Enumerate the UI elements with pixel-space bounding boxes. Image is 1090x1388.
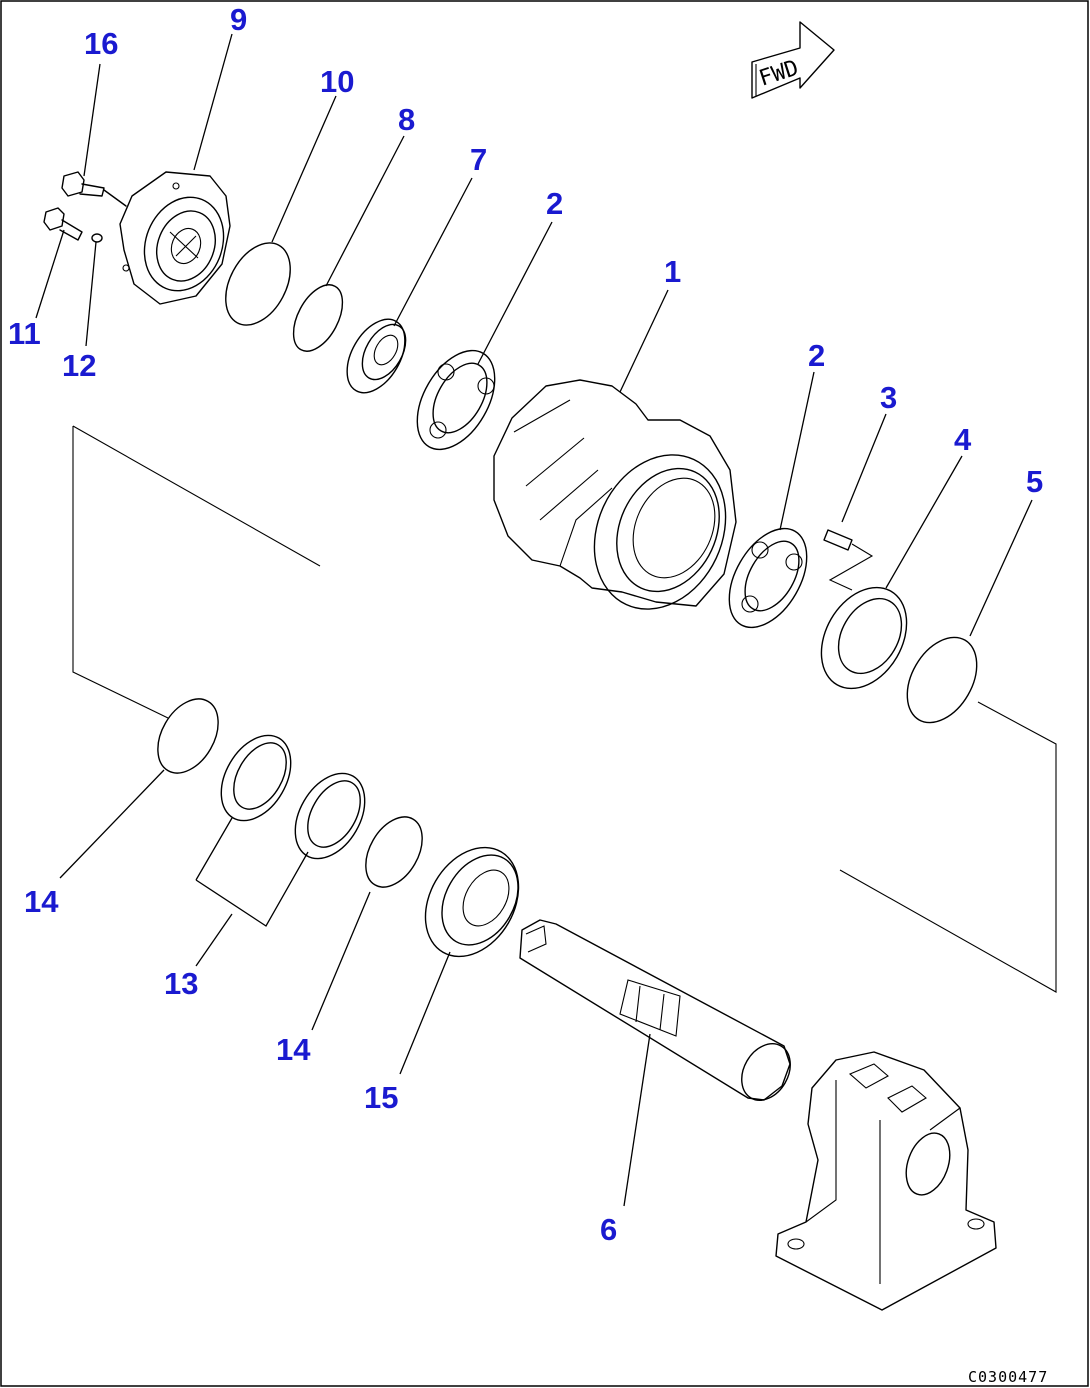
seal-part xyxy=(294,772,366,860)
seal-part xyxy=(220,734,292,822)
seal-part xyxy=(820,586,908,690)
fwd-arrow-icon: FWD xyxy=(751,21,835,99)
washer-part xyxy=(91,233,103,243)
callout-label: 3 xyxy=(880,380,897,415)
callout-label: 7 xyxy=(470,142,487,177)
shaft-part xyxy=(519,919,791,1101)
callout-label: 12 xyxy=(62,348,96,383)
pin-part xyxy=(823,529,874,591)
callout-label: 6 xyxy=(600,1212,617,1247)
o-ring-part xyxy=(906,636,978,724)
roller-part xyxy=(493,379,737,610)
bracket-part xyxy=(775,1051,997,1311)
drawing-code: C0300477 xyxy=(968,1368,1048,1386)
o-ring-part xyxy=(157,698,219,774)
callout-label: 15 xyxy=(364,1080,398,1115)
callout-label: 9 xyxy=(230,2,247,37)
callout-label: 14 xyxy=(24,884,59,919)
callout-label: 2 xyxy=(546,186,563,221)
callout-label: 5 xyxy=(1026,464,1043,499)
bolt-part xyxy=(43,207,83,241)
callout-label: 16 xyxy=(84,26,118,61)
o-ring-part xyxy=(365,816,423,888)
assembly-outline xyxy=(72,425,321,719)
collar-part xyxy=(424,846,520,958)
bearing-part xyxy=(728,527,808,629)
callout-label: 4 xyxy=(954,422,972,457)
callout-labels: 16 9 10 8 7 2 1 2 3 4 5 11 12 14 13 14 1… xyxy=(8,2,1043,1247)
callout-label: 1 xyxy=(664,254,681,289)
nut-part xyxy=(346,318,407,394)
leader-lines xyxy=(35,33,1033,1207)
assembly-outline xyxy=(839,701,1057,993)
o-ring-part xyxy=(225,242,291,326)
bolt-part xyxy=(61,171,127,207)
cover-part xyxy=(119,171,231,305)
bearing-part xyxy=(416,349,496,451)
callout-label: 2 xyxy=(808,338,825,373)
callout-label: 10 xyxy=(320,64,354,99)
plate-part xyxy=(292,284,344,352)
callout-label: 14 xyxy=(276,1032,311,1067)
callout-label: 13 xyxy=(164,966,198,1001)
callout-label: 8 xyxy=(398,102,415,137)
fwd-label: FWD xyxy=(756,56,802,92)
callout-label: 11 xyxy=(8,316,41,351)
